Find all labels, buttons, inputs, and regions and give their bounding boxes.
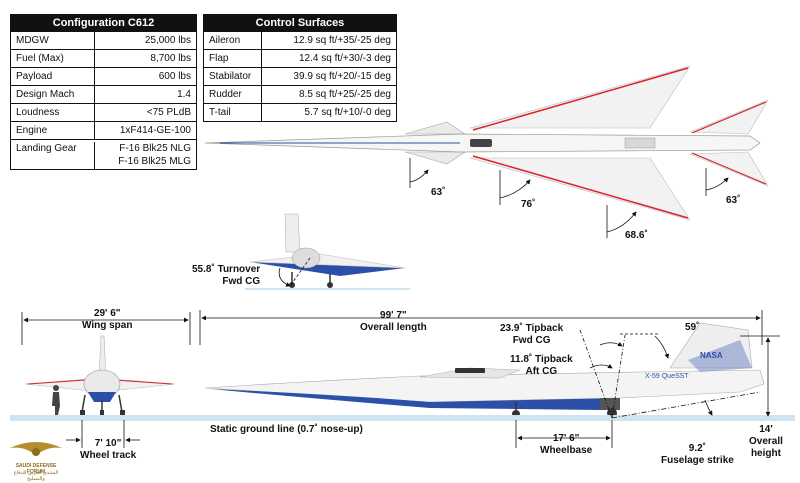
fuselage-name: X-59 QueSST (645, 373, 689, 380)
tail-nasa-mark: NASA (700, 351, 723, 360)
overall-length-label: 99' 7"Overall length (360, 310, 427, 333)
wing-span-label: 29' 6"Wing span (82, 308, 133, 331)
dimension-lines (21, 310, 780, 448)
tail-angle-label: 59˚ (685, 322, 700, 333)
fuselage-strike-label: 9.2˚Fuselage strike (661, 443, 734, 466)
wheel-track-label: 7' 10"Wheel track (80, 438, 137, 461)
sweep-angle-label-63-right: 63˚ (726, 195, 741, 206)
watermark-logo: SAUDI DEFENSE FORUM المنتدى العربي للدفا… (6, 438, 66, 482)
sweep-angle-label-68: 68.6˚ (625, 230, 648, 241)
eagle-icon (10, 442, 62, 456)
ground-line-label: Static ground line (0.7˚ nose-up) (210, 424, 363, 435)
config-row-fuel: Fuel (Max)8,700 lbs (11, 49, 196, 67)
configuration-table-title: Configuration C612 (11, 15, 196, 31)
wheelbase-label: 17' 6"Wheelbase (540, 433, 593, 456)
control-surfaces-title: Control Surfaces (204, 15, 396, 31)
top-view-aircraft (204, 65, 769, 221)
side-view-aircraft (204, 322, 765, 418)
turnover-view-aircraft (245, 213, 410, 290)
sweep-angle-markers (409, 158, 729, 238)
config-row-loudness: Loudness<75 PLdB (11, 103, 196, 121)
sweep-angle-label-76: 76˚ (521, 199, 536, 210)
front-view-aircraft (24, 335, 176, 415)
sweep-angle-label-63-left: 63˚ (431, 187, 446, 198)
